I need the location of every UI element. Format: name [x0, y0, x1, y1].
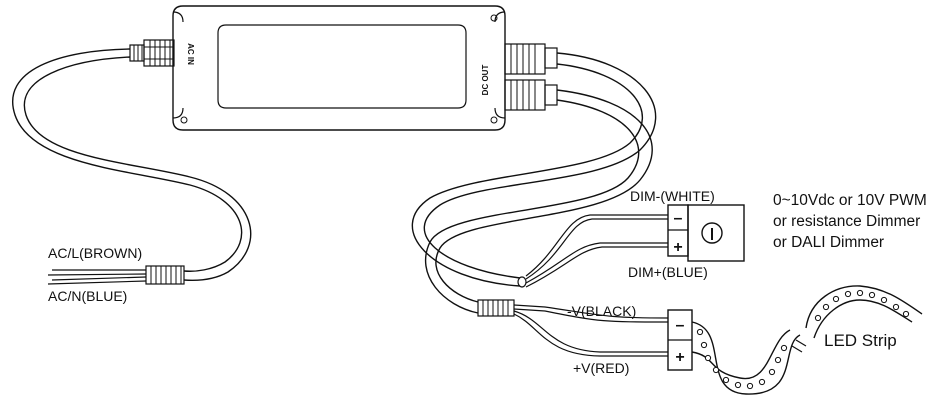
- output-positive-label: +V(RED): [573, 360, 629, 376]
- ac-wire-ends: [47, 269, 147, 285]
- dimmer-minus-sign: –: [674, 210, 683, 227]
- led-strip: [691, 285, 923, 395]
- led-dot: [868, 291, 876, 299]
- ac-in-marking: AC IN: [186, 43, 195, 65]
- dim-minus-label: DIM-(WHITE): [630, 188, 715, 204]
- led-dot: [704, 354, 712, 362]
- led-strip-label: LED Strip: [824, 331, 897, 350]
- output-terminal-block: – +: [667, 309, 693, 371]
- led-dot: [892, 303, 900, 311]
- output-negative-label: -V(BLACK): [567, 303, 636, 319]
- dimmer-description-line-3: or DALI Dimmer: [773, 234, 884, 251]
- ac-neutral-label: AC/N(BLUE): [48, 288, 127, 304]
- output-cable-splice: [477, 299, 515, 317]
- led-dots: [696, 289, 910, 390]
- led-dot: [856, 289, 864, 297]
- ac-input-cable: [12, 48, 252, 281]
- led-dot: [832, 295, 840, 303]
- dc-output-connectors: [504, 43, 558, 111]
- dimmer-plus-sign: +: [673, 239, 682, 256]
- led-dot: [734, 381, 742, 389]
- ac-live-label: AC/L(BROWN): [48, 245, 142, 261]
- output-wires: [513, 304, 669, 357]
- led-dot: [722, 376, 730, 384]
- led-dot: [712, 366, 720, 374]
- led-dot: [780, 344, 788, 352]
- output-plus-sign: +: [675, 349, 684, 366]
- dimmer-knob-icon: [701, 222, 723, 244]
- ac-cable-splice: [145, 265, 185, 285]
- output-minus-sign: –: [676, 317, 685, 334]
- dc-out-marking: DC OUT: [481, 65, 490, 96]
- output-cable: [424, 89, 653, 314]
- led-dot: [746, 382, 754, 390]
- dimmer-description-line-2: or resistance Dimmer: [773, 213, 920, 230]
- dimmer-description-line-1: 0~10Vdc or 10V PWM: [773, 192, 927, 209]
- led-dot: [814, 314, 822, 322]
- led-dot: [844, 290, 852, 298]
- led-dot: [880, 296, 888, 304]
- led-dot: [758, 378, 766, 386]
- led-dot: [902, 310, 910, 318]
- ac-input-connector: [129, 39, 175, 67]
- dim-cable: [411, 52, 657, 288]
- dim-wires: [525, 214, 668, 288]
- dimmer-unit: [687, 204, 745, 262]
- led-dot: [696, 328, 704, 336]
- dim-plus-label: DIM+(BLUE): [628, 264, 708, 280]
- led-dot: [768, 368, 776, 376]
- dimmer-terminal-block: – +: [667, 204, 689, 257]
- led-driver-unit: AC IN DC OUT: [172, 5, 506, 131]
- led-dot: [700, 341, 708, 349]
- led-dot: [822, 303, 830, 311]
- led-dot: [774, 356, 782, 364]
